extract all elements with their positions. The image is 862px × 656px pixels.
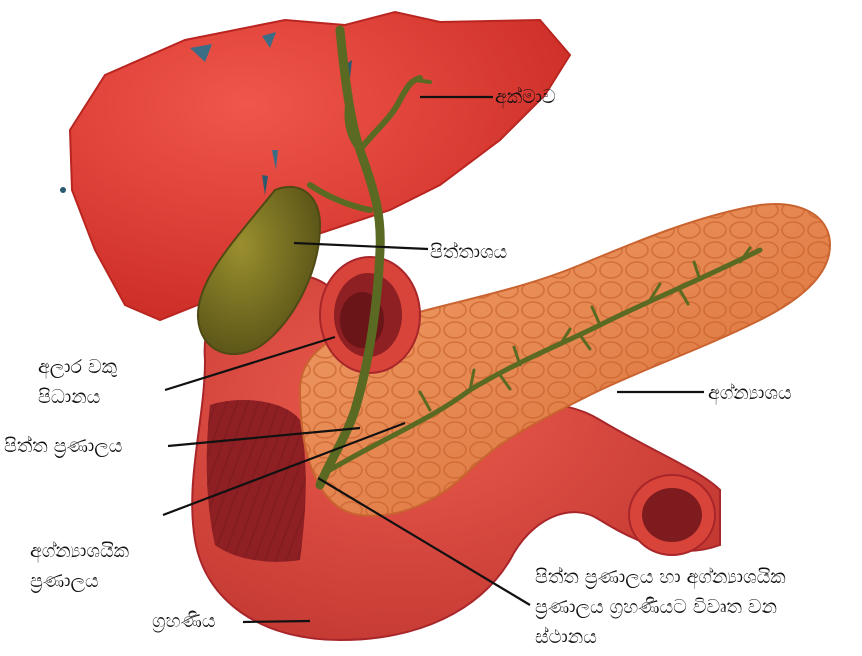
label-pancreatic-duct: අග්න්‍යාශයික ප්‍රණාලය [30,536,129,596]
label-bile-duct: පිත්ත ප්‍රණාලය [4,431,122,461]
label-ampulla: පිත්ත ප්‍රණාලය හා අග්න්‍යාශයික ප්‍රණාලය … [535,562,786,652]
label-sphincter: අලාර වකු පිධානය [38,352,117,412]
label-pancreas: අග්න්‍යාශය [708,378,792,408]
leader-duodenum [243,621,310,622]
label-gallbladder: පිත්තාශය [430,237,507,267]
liver [60,12,570,320]
label-liver: අක්මාව [495,82,556,112]
label-duodenum: ග්‍රහණිය [152,606,216,636]
